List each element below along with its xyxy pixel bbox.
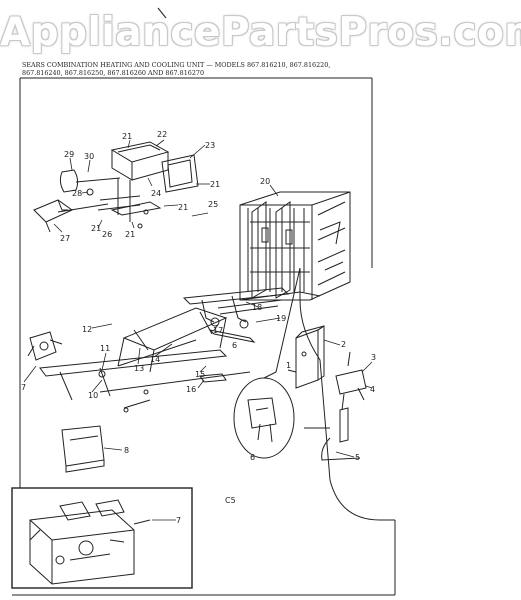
- part-label-14: 14: [150, 355, 160, 364]
- gas-valve-small: [27, 331, 63, 361]
- part-label-21: 21: [210, 180, 220, 189]
- pilot-shield: [61, 425, 105, 473]
- part-label-10: 10: [88, 391, 98, 400]
- part-label-11: 11: [100, 344, 110, 353]
- part-label-21: 21: [91, 224, 101, 233]
- burner-rail: [39, 349, 251, 413]
- part-label-30: 30: [84, 152, 94, 161]
- part-label-27: 27: [60, 234, 70, 243]
- part-label-12: 12: [82, 325, 92, 334]
- part-label-7: 7: [21, 383, 26, 392]
- part-label-4: 4: [370, 385, 375, 394]
- burner-tray: [117, 307, 228, 373]
- part-label-29: 29: [64, 150, 74, 159]
- part-label-6: 6: [250, 453, 255, 462]
- pilot-detail-circle: [233, 267, 301, 459]
- part-label-21: 21: [122, 132, 132, 141]
- part-label-25: 25: [208, 200, 218, 209]
- diagram-frame: [12, 77, 396, 596]
- gas-valve-inset: [11, 487, 193, 589]
- thermostat-bracket-assembly: [33, 141, 199, 233]
- part-label-5: 5: [355, 453, 360, 462]
- part-label-20: 20: [260, 177, 270, 186]
- part-label-6: 6: [232, 341, 237, 350]
- part-label-13: 13: [134, 364, 144, 373]
- part-label-26: 26: [102, 230, 112, 239]
- leader-lines: [23, 139, 373, 521]
- part-label-23: 23: [205, 141, 215, 150]
- part-label-16: 16: [186, 385, 196, 394]
- part-label-22: 22: [157, 130, 167, 139]
- watermark: AppliancePartsPros.com: [0, 10, 521, 55]
- part-label-21: 21: [125, 230, 135, 239]
- scan-mark: [157, 7, 167, 19]
- part-label-7: 7: [176, 516, 181, 525]
- part-label-21: 21: [178, 203, 188, 212]
- part-label-1: 1: [286, 361, 291, 370]
- pilot-burner-assembly: [287, 325, 367, 461]
- figure-code: C5: [225, 496, 236, 505]
- burner-manifold: [182, 287, 321, 343]
- part-label-28: 28: [72, 189, 82, 198]
- part-label-8: 8: [124, 446, 129, 455]
- part-label-17: 17: [213, 326, 223, 335]
- part-label-3: 3: [371, 353, 376, 362]
- part-label-15: 15: [195, 370, 205, 379]
- header-line-2: 867.816240, 867.816250, 867.816260 AND 8…: [22, 69, 205, 77]
- part-label-2: 2: [341, 340, 346, 349]
- diagram-header: SEARS COMBINATION HEATING AND COOLING UN…: [22, 61, 510, 77]
- part-number-labels: 21 22 23 24 21 25 21 29 30 28 27 21 26 2…: [21, 130, 376, 525]
- part-label-24: 24: [151, 189, 161, 198]
- part-label-19: 19: [276, 314, 286, 323]
- heat-exchanger-assembly: [239, 191, 351, 301]
- part-label-18: 18: [252, 303, 262, 312]
- header-line-1: SEARS COMBINATION HEATING AND COOLING UN…: [22, 61, 331, 69]
